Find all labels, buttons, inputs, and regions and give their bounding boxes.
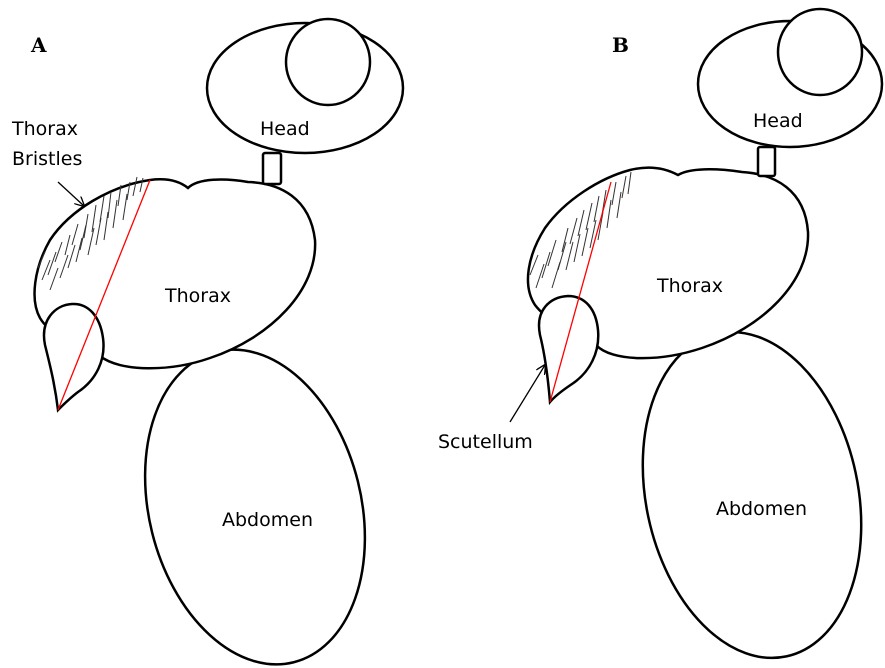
scutellum-arrow <box>510 365 545 422</box>
abdomen-b <box>614 312 885 668</box>
head-label-b: Head <box>753 110 803 132</box>
panel-a-letter: A <box>30 33 47 57</box>
abdomen-a <box>113 326 396 668</box>
eye-a <box>286 19 370 105</box>
scutellum-label: Scutellum <box>438 431 533 453</box>
panel-b-letter: B <box>612 33 629 57</box>
neck-a <box>263 153 281 184</box>
head-label-a: Head <box>260 118 310 140</box>
panel-a: A <box>11 19 403 668</box>
panel-b: B <box>438 9 885 668</box>
scutellum-b <box>539 296 598 402</box>
bristles-arrow <box>58 182 84 206</box>
abdomen-label-a: Abdomen <box>222 509 313 531</box>
eye-b <box>778 9 862 95</box>
thorax-label-b: Thorax <box>656 275 723 297</box>
abdomen-label-b: Abdomen <box>716 498 807 520</box>
neck-b <box>758 147 775 176</box>
bristles-label-line1: Thorax <box>11 118 78 140</box>
thorax-label-a: Thorax <box>164 285 231 307</box>
bristles-label-line2: Bristles <box>12 148 82 170</box>
